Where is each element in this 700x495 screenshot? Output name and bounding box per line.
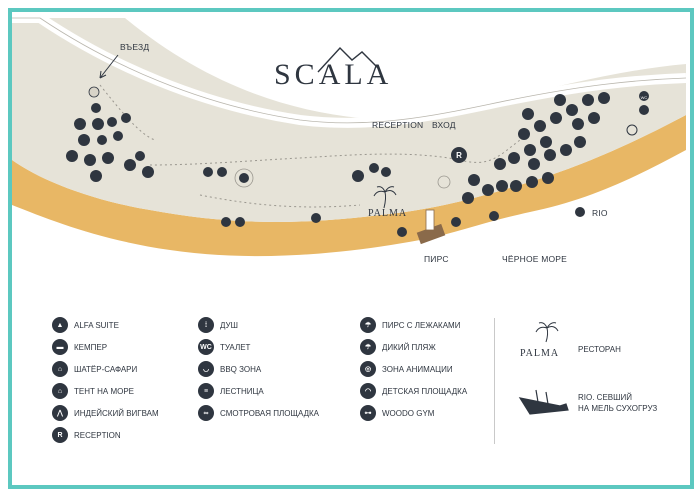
animation-icon xyxy=(437,175,451,189)
legend-viewpoint: ∞ СМОТРОВАЯ ПЛОЩАДКА xyxy=(198,404,319,422)
unit-icon xyxy=(121,113,131,123)
gym-icon: ⊶ xyxy=(360,405,376,421)
stairs-icon xyxy=(451,217,461,227)
reception-marker-icon xyxy=(451,147,467,163)
toilet-icon: WC xyxy=(198,339,214,355)
legend-reception: R RECEPTION xyxy=(52,426,121,444)
legend-wild-beach: ☂ ДИКИЙ ПЛЯЖ xyxy=(360,338,436,356)
viewpoint-icon xyxy=(221,217,231,227)
shower-icon: ⁞ xyxy=(198,317,214,333)
svg-text:PALMA: PALMA xyxy=(368,208,407,219)
svg-text:WC: WC xyxy=(641,95,648,100)
label-black-sea: ЧЁРНОЕ МОРЕ xyxy=(502,254,568,264)
pier-loungers-icon: ☂ xyxy=(360,317,376,333)
right-cluster xyxy=(462,91,649,204)
unit-icon xyxy=(74,118,86,130)
bbq-icon: ◡ xyxy=(198,361,214,377)
legend-palma-logo: PALMA xyxy=(520,348,559,359)
unit-icon xyxy=(92,118,104,130)
unit-icon xyxy=(381,167,391,177)
legend-pier-loungers: ☂ ПИРС С ЛЕЖАКАМИ xyxy=(360,316,460,334)
alfa-suite-icon: ▲ xyxy=(52,317,68,333)
toilet-icon xyxy=(239,173,249,183)
unit-icon xyxy=(124,159,136,171)
unit-icon xyxy=(369,163,379,173)
legend-playground: ◠ ДЕТСКАЯ ПЛОЩАДКА xyxy=(360,382,467,400)
legend-sea-tent: ⌂ ТЕНТ НА МОРЕ xyxy=(52,382,134,400)
label-pier: ПИРС xyxy=(424,254,449,264)
rio-ship-icon xyxy=(575,207,585,217)
animation-icon: ◎ xyxy=(360,361,376,377)
logo-mountain-icon xyxy=(317,46,381,73)
label-entry: ВЪЕЗД xyxy=(120,42,150,52)
label-rio: RIO xyxy=(592,208,608,218)
camper-icon: ▬ xyxy=(52,339,68,355)
playground-icon xyxy=(311,213,321,223)
legend-camper: ▬ КЕМПЕР xyxy=(52,338,107,356)
ship-icon xyxy=(518,389,569,415)
viewpoint-icon xyxy=(235,217,245,227)
legend-divider xyxy=(494,318,495,444)
unit-icon xyxy=(352,170,364,182)
unit-icon xyxy=(97,135,107,145)
gate-icon xyxy=(88,86,100,98)
map-title: SCALA xyxy=(274,58,393,91)
unit-icon xyxy=(90,170,102,182)
legend-stairs: ≡ ЛЕСТНИЦА xyxy=(198,382,264,400)
bbq-icon xyxy=(203,167,213,177)
label-reception: RECEPTION xyxy=(372,120,424,130)
legend-gym: ⊶ WOODO GYM xyxy=(360,404,434,422)
stairs-icon: ≡ xyxy=(198,383,214,399)
legend-wigwam: ⋀ ИНДЕЙСКИЙ ВИГВАМ xyxy=(52,404,159,422)
unit-icon xyxy=(135,151,145,161)
left-cluster xyxy=(66,86,154,182)
road-edge xyxy=(12,17,687,124)
beach-sand xyxy=(12,115,686,257)
unit-icon xyxy=(107,117,117,127)
legend-safari-tent: ⌂ ШАТЁР-САФАРИ xyxy=(52,360,137,378)
reception-icon: R xyxy=(52,427,68,443)
unit-icon xyxy=(142,166,154,178)
legend-bbq: ◡ BBQ ЗОНА xyxy=(198,360,261,378)
sea-tent-icon: ⌂ xyxy=(52,383,68,399)
unit-icon xyxy=(91,103,101,113)
pier-loungers-icon xyxy=(397,227,407,237)
unit-icon xyxy=(66,150,78,162)
legend-toilet: WC ТУАЛЕТ xyxy=(198,338,250,356)
viewpoint-icon: ∞ xyxy=(198,405,214,421)
unit-icon xyxy=(113,131,123,141)
legend-shower: ⁞ ДУШ xyxy=(198,316,238,334)
pier-walkway xyxy=(425,209,435,231)
legend-ship: RIO. СЕВШИЙ НА МЕЛЬ СУХОГРУЗ xyxy=(578,393,658,413)
label-entrance: ВХОД xyxy=(432,120,456,130)
bbq-icon xyxy=(217,167,227,177)
walking-path-lower xyxy=(199,194,361,208)
svg-text:R: R xyxy=(456,151,462,160)
unit-icon xyxy=(78,134,90,146)
wild-beach-icon xyxy=(489,211,499,221)
unit-icon xyxy=(84,154,96,166)
pier xyxy=(416,223,446,245)
safari-tent-icon: ⌂ xyxy=(52,361,68,377)
wigwam-icon: ⋀ xyxy=(52,405,68,421)
unit-icon xyxy=(102,152,114,164)
wild-beach-icon: ☂ xyxy=(360,339,376,355)
playground-icon: ◠ xyxy=(360,383,376,399)
middle-cluster xyxy=(203,147,585,237)
palm-restaurant-icon xyxy=(535,322,559,343)
legend-animation: ◎ ЗОНА АНИМАЦИИ xyxy=(360,360,453,378)
legend-alfa-suite: ▲ ALFA SUITE xyxy=(52,316,119,334)
palma-restaurant-icon xyxy=(373,186,397,209)
legend-restaurant: РЕСТОРАН xyxy=(578,344,621,354)
entry-arrow xyxy=(99,54,119,79)
